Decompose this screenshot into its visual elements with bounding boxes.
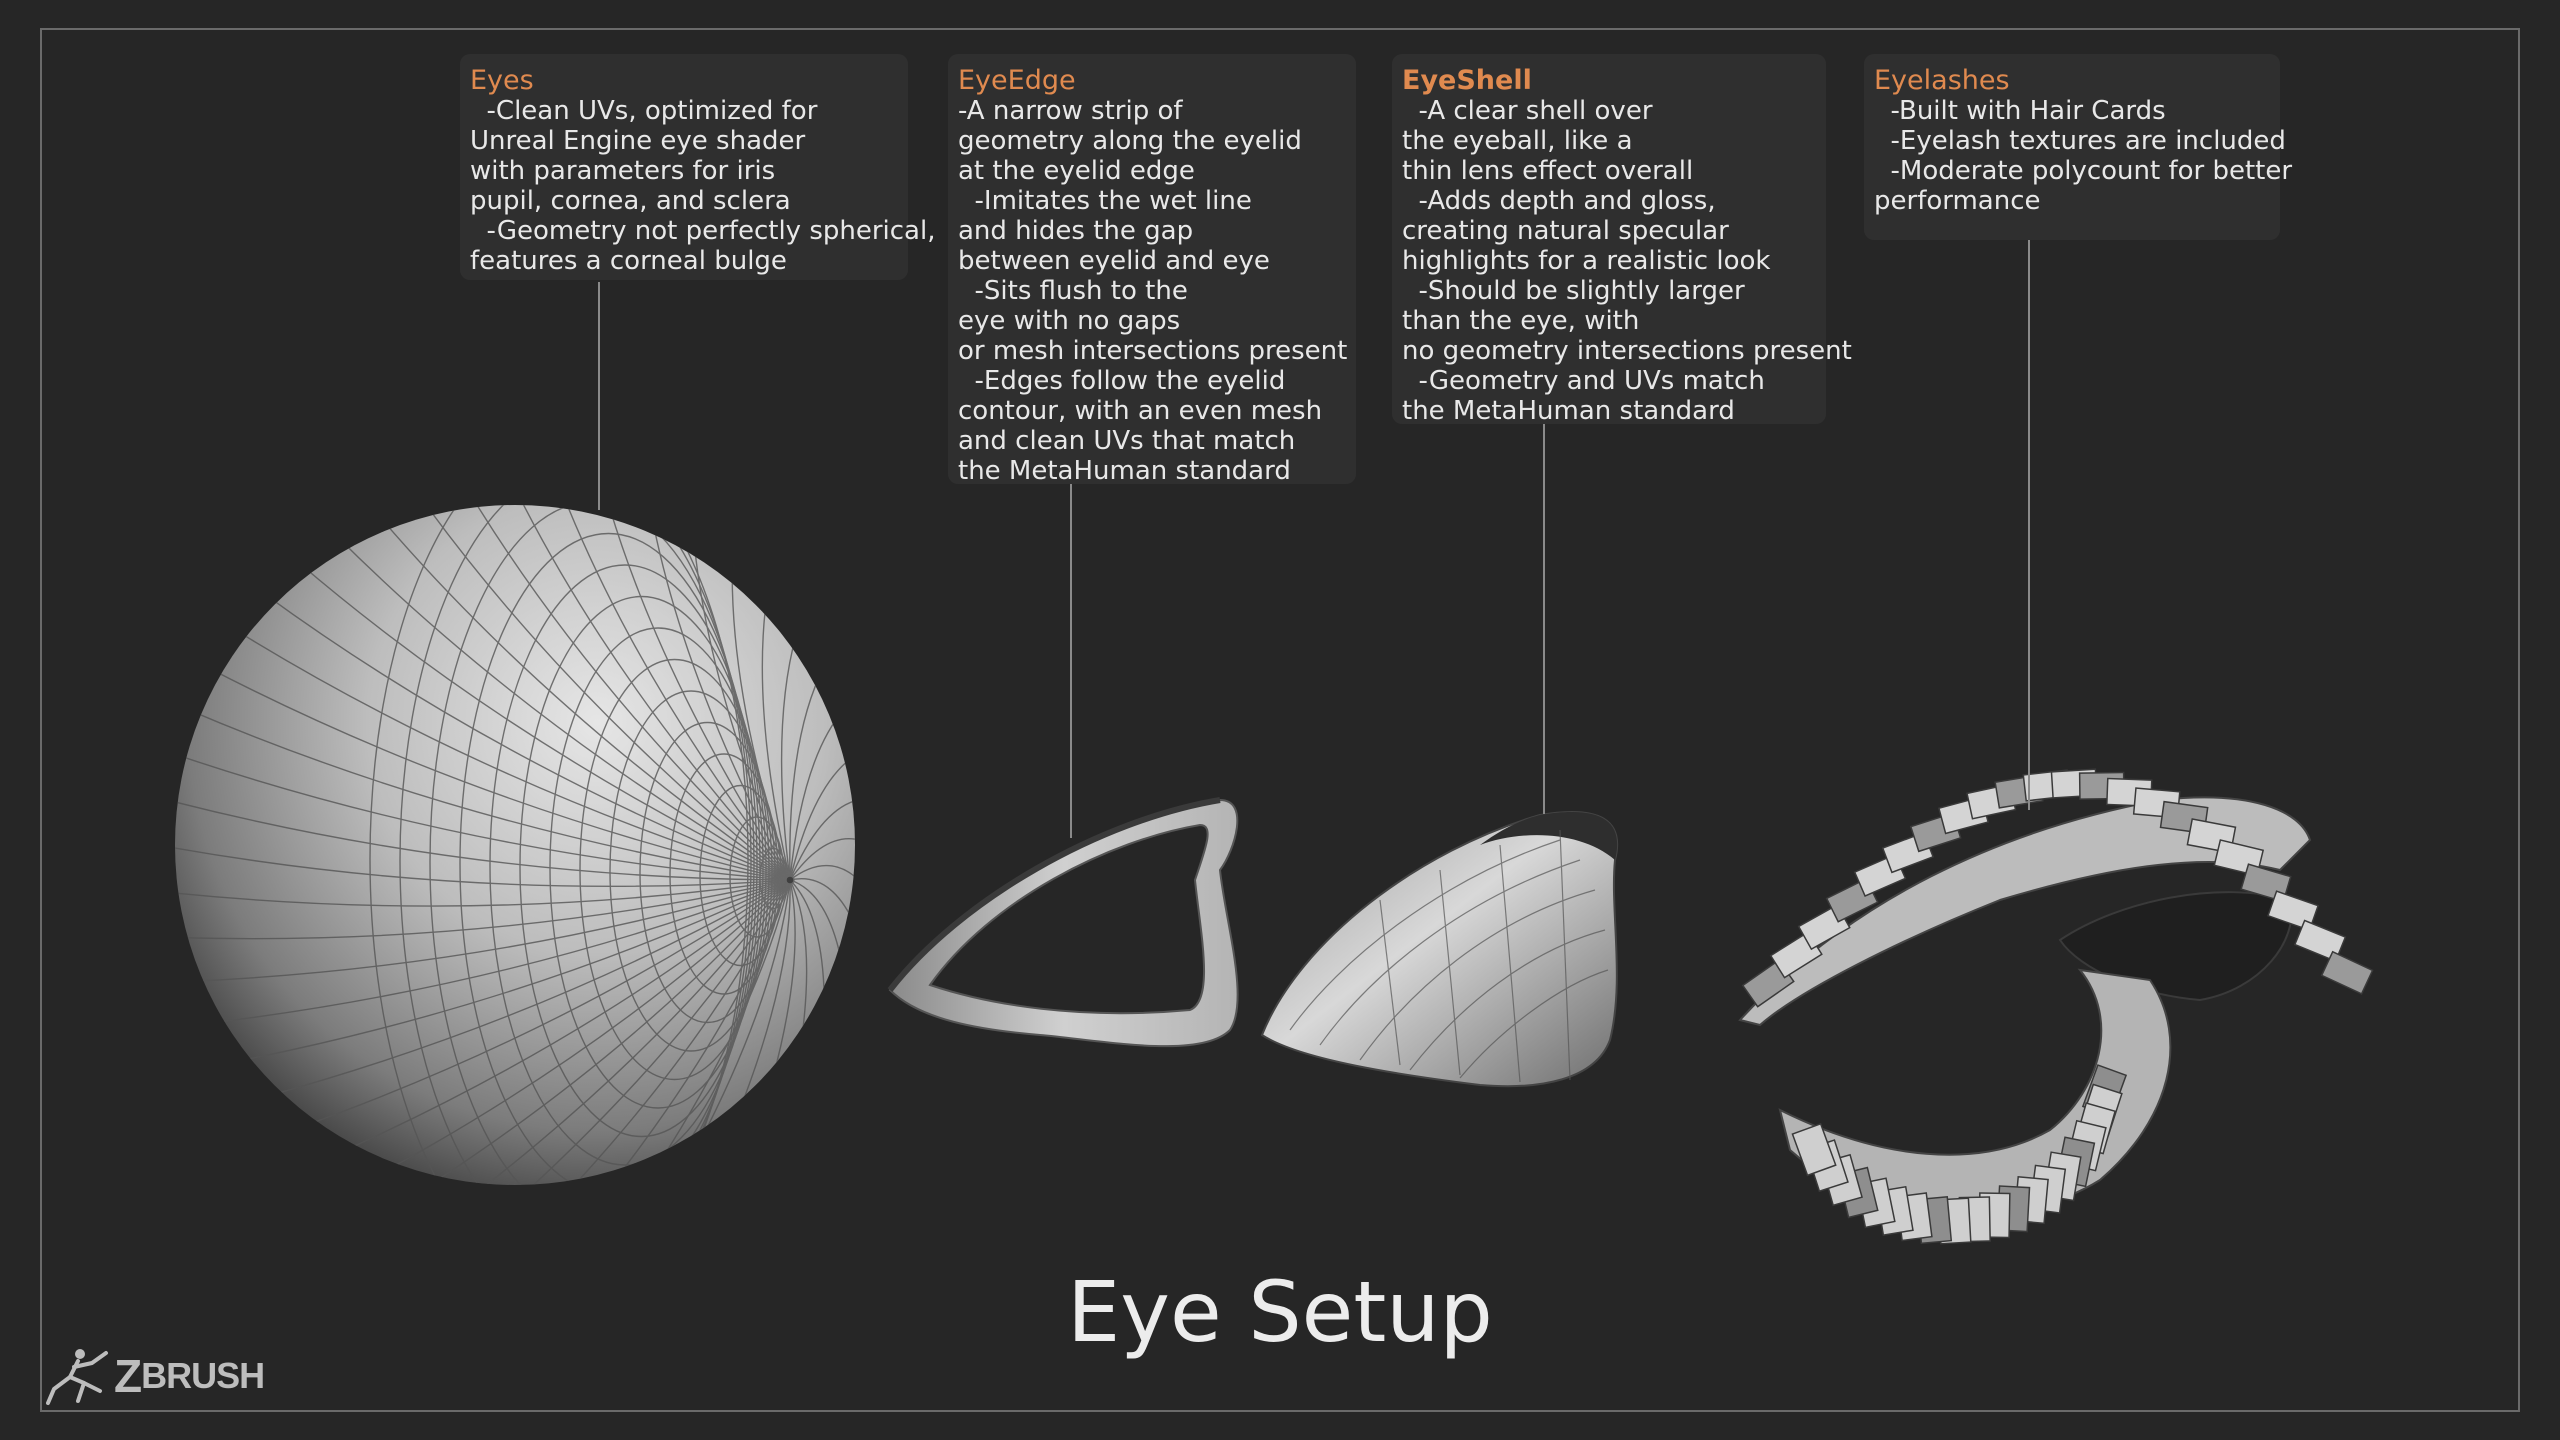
card-line: creating natural specular [1402,216,1729,246]
presentation-frame [40,28,2520,1412]
logo-letter-z: Z [114,1350,142,1402]
eyeedge-model [887,797,1239,1048]
card-line: -Built with Hair Cards [1874,96,2166,126]
card-line: -Clean UVs, optimized for [470,96,818,126]
card-line: -Eyelash textures are included [1874,126,2286,156]
card-line: -Geometry and UVs match [1402,366,1765,396]
eyes-leader-line [598,282,600,510]
card-line: -Edges follow the eyelid [958,366,1286,396]
card-line: Unreal Engine eye shader [470,126,806,156]
card-line: -A narrow strip of [958,96,1183,126]
card-line: contour, with an even mesh [958,396,1323,426]
card-line: at the eyelid edge [958,156,1195,186]
page-title: Eye Setup [1067,1263,1493,1361]
eyeshell-leader-line [1543,422,1545,814]
card-line: than the eye, with [1402,306,1640,336]
eyeball-model [175,505,855,1185]
card-line: eye with no gaps [958,306,1181,336]
card-line: with parameters for iris [470,156,776,186]
card-line: features a corneal bulge [470,246,787,276]
eyeedge-leader-line [1070,484,1072,838]
card-eyeedge: EyeEdge -A narrow strip of geometry alon… [948,54,1356,486]
card-eyes: Eyes -Clean UVs, optimized for Unreal En… [460,54,936,280]
card-line: and hides the gap [958,216,1194,246]
logo-letters-brush: BRUSH [141,1355,265,1396]
card-line: thin lens effect overall [1402,156,1694,186]
eyelashes-leader-line [2028,240,2030,810]
card-line: highlights for a realistic look [1402,246,1771,276]
card-eyelashes-title: Eyelashes [1874,65,2010,96]
card-line: -Imitates the wet line [958,186,1252,216]
card-line: -Moderate polycount for better [1874,156,2293,186]
eyelashes-model [1738,768,2374,1245]
card-line: the MetaHuman standard [1402,396,1735,426]
card-line: -A clear shell over [1402,96,1653,126]
card-line: the eyeball, like a [1402,126,1633,156]
card-line: -Should be slightly larger [1402,276,1745,306]
card-line: geometry along the eyelid [958,126,1302,156]
card-eyeshell: EyeShell -A clear shell over the eyeball… [1392,54,1852,426]
card-eyeshell-title: EyeShell [1402,65,1532,96]
card-line: performance [1874,186,2041,216]
card-line: or mesh intersections present [958,336,1348,366]
card-line: and clean UVs that match [958,426,1296,456]
card-line: -Sits flush to the [958,276,1188,306]
zbrush-figure-icon [46,1349,108,1405]
card-line: no geometry intersections present [1402,336,1852,366]
card-eyeedge-title: EyeEdge [958,65,1076,96]
card-eyes-title: Eyes [470,65,534,96]
card-line: pupil, cornea, and sclera [470,186,791,216]
card-line: -Adds depth and gloss, [1402,186,1716,216]
card-line: between eyelid and eye [958,246,1270,276]
card-eyelashes: Eyelashes -Built with Hair Cards -Eyelas… [1864,54,2293,240]
eyeshell-model [1260,811,1619,1088]
card-line: the MetaHuman standard [958,456,1291,486]
card-line: -Geometry not perfectly spherical, [470,216,936,246]
